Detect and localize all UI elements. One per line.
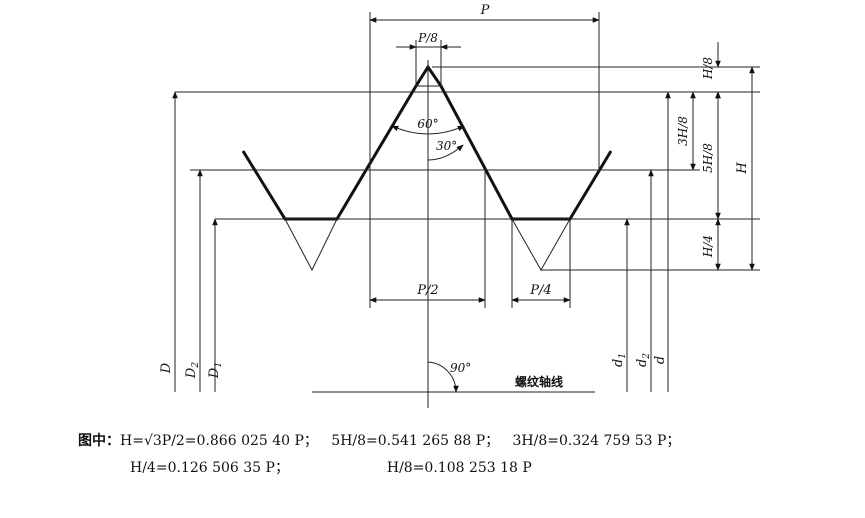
label-3h8: 3H/8 xyxy=(676,116,690,146)
label-D1: D1 xyxy=(207,362,224,379)
label-p8: P/8 xyxy=(417,31,438,45)
right-angle-arc xyxy=(427,361,459,393)
label-angle-90: 90° xyxy=(450,361,471,375)
legend-3h8: 3H/8=0.324 759 53 P； xyxy=(512,433,681,449)
fundamental-triangle-left xyxy=(284,218,338,272)
label-h: H xyxy=(735,162,750,175)
legend-h8: H/8=0.108 253 18 P xyxy=(386,460,532,476)
legend-row-1: 图中：H=√3P/2=0.866 025 40 P； 5H/8=0.541 26… xyxy=(78,430,680,450)
legend-prefix: 图中： xyxy=(78,433,120,449)
label-angle-60: 60° xyxy=(417,117,438,131)
fundamental-triangle-right xyxy=(511,218,571,272)
thread-profile xyxy=(241,64,613,221)
angle-30-arc xyxy=(427,144,464,161)
angle-60-arc xyxy=(391,125,465,135)
label-pitch: P xyxy=(480,3,490,18)
legend-5h8: 5H/8=0.541 265 88 P； xyxy=(331,433,500,449)
legend-h4: H/4=0.126 506 35 P； xyxy=(130,460,289,476)
label-d1: d1 xyxy=(611,353,628,367)
label-thread-axis: 螺纹轴线 xyxy=(515,374,563,389)
label-p4: P/4 xyxy=(529,283,551,298)
label-D: D xyxy=(159,362,174,374)
label-p2: P/2 xyxy=(416,283,438,298)
label-5h8: 5H/8 xyxy=(701,143,715,173)
label-d: d xyxy=(653,356,668,364)
label-D2: D2 xyxy=(184,362,201,379)
legend-h: H=√3P/2=0.866 025 40 P； xyxy=(120,433,318,449)
label-h4: H/4 xyxy=(701,235,715,258)
label-angle-30: 30° xyxy=(436,139,457,153)
label-h8: H/8 xyxy=(701,57,715,81)
label-d2: d2 xyxy=(635,353,652,367)
legend-row-2: H/4=0.126 506 35 P； H/8=0.108 253 18 P xyxy=(130,457,532,477)
